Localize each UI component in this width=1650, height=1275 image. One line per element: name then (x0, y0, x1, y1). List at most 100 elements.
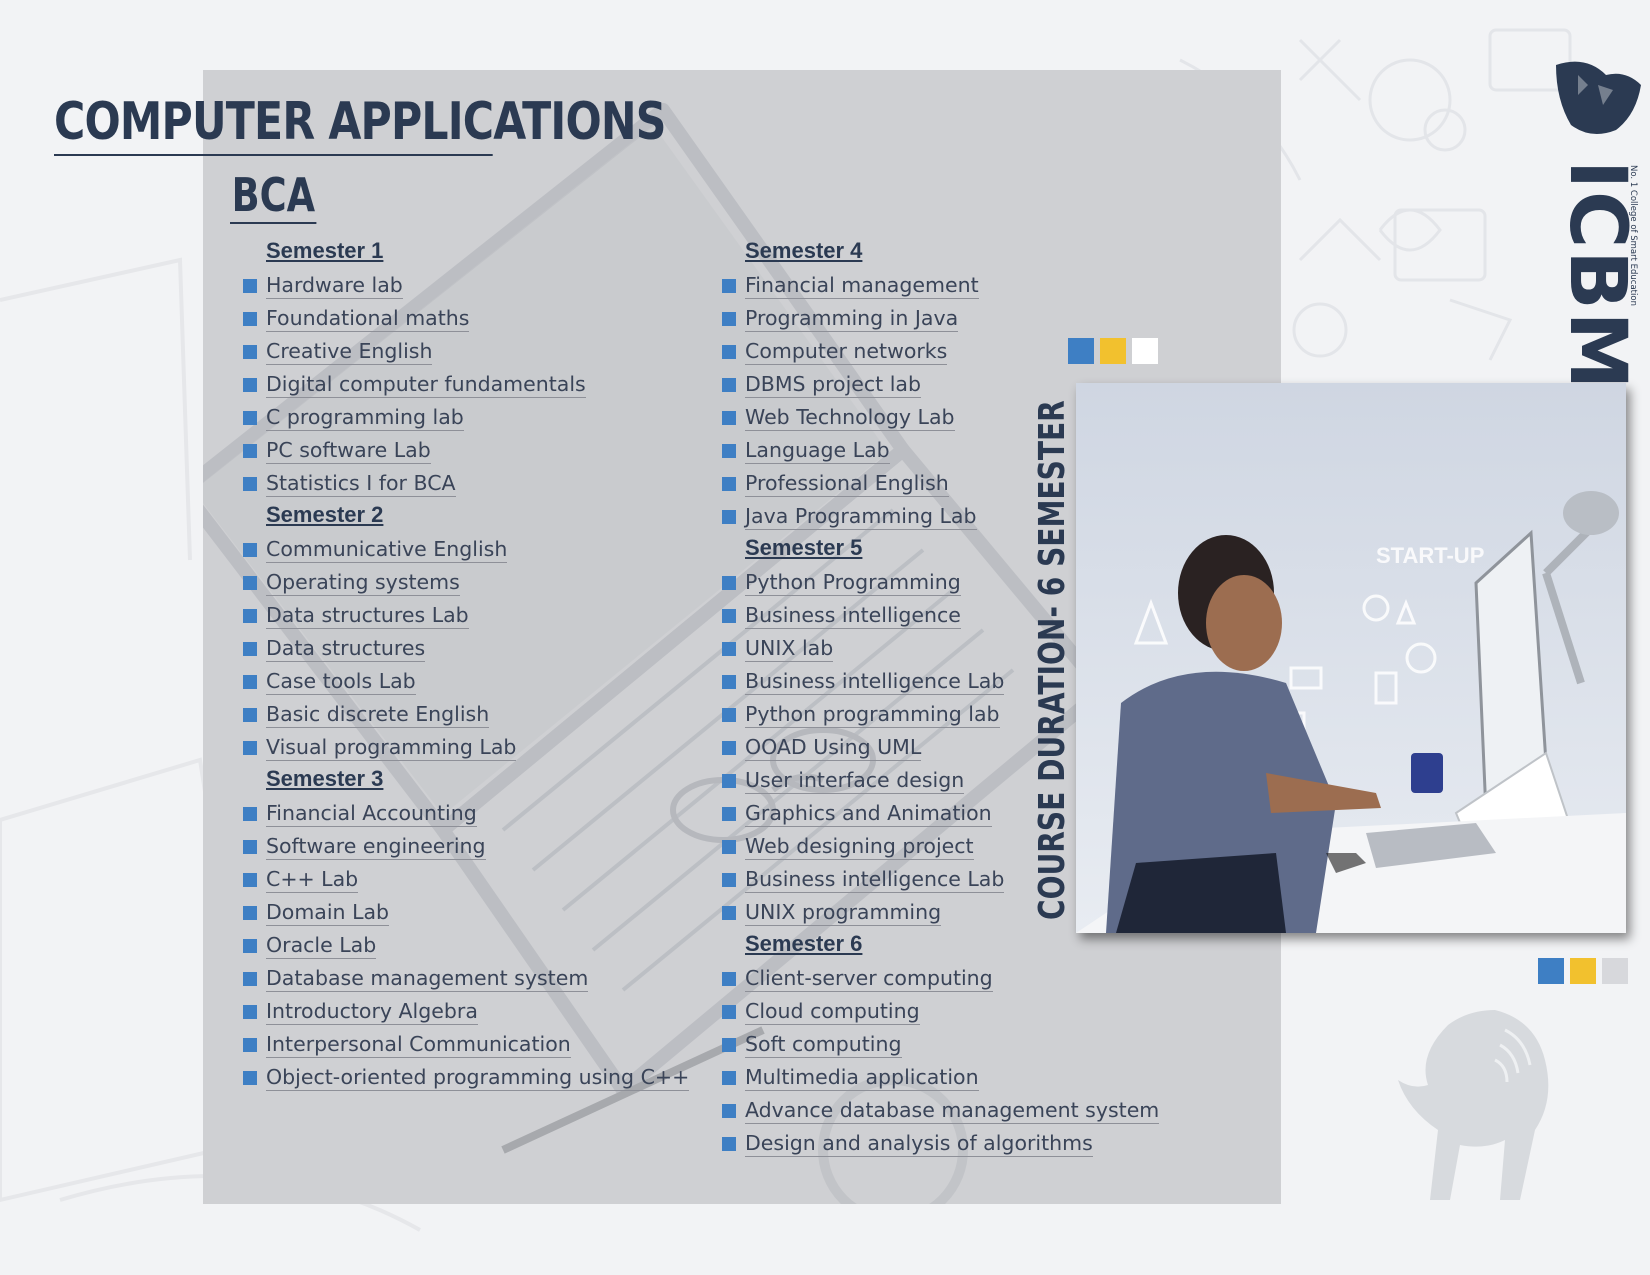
semester-2: Semester 2 Communicative English Operati… (243, 500, 763, 764)
square-bullet-icon (722, 641, 736, 656)
list-item: OOAD Using UML (722, 731, 1242, 764)
semester-4: Semester 4 Financial management Programm… (722, 236, 1242, 533)
square-bullet-icon (722, 1103, 736, 1118)
page-title: COMPUTER APPLICATIONS (54, 92, 666, 156)
list-item: Financial management (722, 269, 1242, 302)
list-item: Hardware lab (243, 269, 763, 302)
square-bullet-icon (243, 344, 257, 359)
semester-column-right: Semester 4 Financial management Programm… (722, 236, 1242, 1160)
list-item: Data structures (243, 632, 763, 665)
square-bullet-icon (243, 707, 257, 722)
square-bullet-icon (722, 344, 736, 359)
list-item: Python programming lab (722, 698, 1242, 731)
list-item: Case tools Lab (243, 665, 763, 698)
square-bullet-icon (243, 542, 257, 557)
square-bullet-icon (243, 1037, 257, 1052)
list-item: Communicative English (243, 533, 763, 566)
square-bullet-icon (722, 278, 736, 293)
list-item: Business intelligence Lab (722, 665, 1242, 698)
list-item: Python Programming (722, 566, 1242, 599)
list-item: Java Programming Lab (722, 500, 1242, 533)
semester-1: Semester 1 Hardware lab Foundational mat… (243, 236, 763, 500)
list-item: Multimedia application (722, 1061, 1242, 1094)
square-bullet-icon (722, 608, 736, 623)
lion-watermark-icon (1398, 1010, 1549, 1200)
list-item: Graphics and Animation (722, 797, 1242, 830)
semester-heading: Semester 5 (745, 535, 863, 560)
square-bullet-icon (722, 410, 736, 425)
square-bullet-icon (722, 806, 736, 821)
list-item: User interface design (722, 764, 1242, 797)
list-item: Creative English (243, 335, 763, 368)
list-item: Web designing project (722, 830, 1242, 863)
list-item: PC software Lab (243, 434, 763, 467)
square-bullet-icon (243, 278, 257, 293)
square-bullet-icon (722, 872, 736, 887)
yellow-square-icon (1100, 338, 1126, 364)
white-square-icon (1132, 338, 1158, 364)
list-item: UNIX programming (722, 896, 1242, 929)
square-bullet-icon (243, 905, 257, 920)
icbm-logo (1556, 61, 1641, 134)
square-bullet-icon (722, 377, 736, 392)
square-bullet-icon (243, 740, 257, 755)
square-bullet-icon (722, 773, 736, 788)
list-item: Design and analysis of algorithms (722, 1127, 1242, 1160)
yellow-square-icon (1570, 958, 1596, 984)
square-bullet-icon (722, 740, 736, 755)
list-item: Soft computing (722, 1028, 1242, 1061)
student-at-computer-illustration: START-UP (1076, 383, 1626, 933)
accent-squares-top (1068, 338, 1158, 364)
list-item: Basic discrete English (243, 698, 763, 731)
logo-tagline: No. 1 College of Smart Education (1628, 165, 1638, 306)
square-bullet-icon (243, 608, 257, 623)
semester-6: Semester 6 Client-server computing Cloud… (722, 929, 1242, 1160)
list-item: C++ Lab (243, 863, 763, 896)
square-bullet-icon (722, 905, 736, 920)
square-bullet-icon (722, 1070, 736, 1085)
square-bullet-icon (722, 575, 736, 590)
list-item: Programming in Java (722, 302, 1242, 335)
square-bullet-icon (243, 410, 257, 425)
square-bullet-icon (243, 575, 257, 590)
list-item: DBMS project lab (722, 368, 1242, 401)
square-bullet-icon (243, 443, 257, 458)
semester-column-left: Semester 1 Hardware lab Foundational mat… (243, 236, 763, 1094)
square-bullet-icon (722, 707, 736, 722)
grey-square-icon (1602, 958, 1628, 984)
square-bullet-icon (243, 641, 257, 656)
semester-heading: Semester 4 (745, 238, 863, 263)
semester-heading: Semester 1 (266, 238, 384, 263)
accent-squares-bottom (1538, 958, 1628, 984)
list-item: Cloud computing (722, 995, 1242, 1028)
list-item: Computer networks (722, 335, 1242, 368)
course-duration: COURSE DURATION- 6 SEMESTER (1032, 400, 1073, 920)
program-subtitle: BCA (230, 168, 317, 224)
list-item: Advance database management system (722, 1094, 1242, 1127)
square-bullet-icon (722, 509, 736, 524)
square-bullet-icon (243, 872, 257, 887)
square-bullet-icon (243, 476, 257, 491)
square-bullet-icon (243, 971, 257, 986)
list-item: Operating systems (243, 566, 763, 599)
blue-square-icon (1068, 338, 1094, 364)
student-photo: START-UP (1076, 383, 1626, 933)
square-bullet-icon (243, 377, 257, 392)
square-bullet-icon (243, 311, 257, 326)
square-bullet-icon (243, 1070, 257, 1085)
semester-heading: Semester 6 (745, 931, 863, 956)
list-item: Data structures Lab (243, 599, 763, 632)
list-item: Oracle Lab (243, 929, 763, 962)
list-item: Object-oriented programming using C++ (243, 1061, 763, 1094)
blue-square-icon (1538, 958, 1564, 984)
square-bullet-icon (722, 1037, 736, 1052)
semester-5: Semester 5 Python Programming Business i… (722, 533, 1242, 929)
list-item: Business intelligence Lab (722, 863, 1242, 896)
list-item: Interpersonal Communication (243, 1028, 763, 1061)
list-item: Business intelligence (722, 599, 1242, 632)
square-bullet-icon (243, 839, 257, 854)
semester-heading: Semester 3 (266, 766, 384, 791)
square-bullet-icon (722, 311, 736, 326)
list-item: Client-server computing (722, 962, 1242, 995)
list-item: Foundational maths (243, 302, 763, 335)
